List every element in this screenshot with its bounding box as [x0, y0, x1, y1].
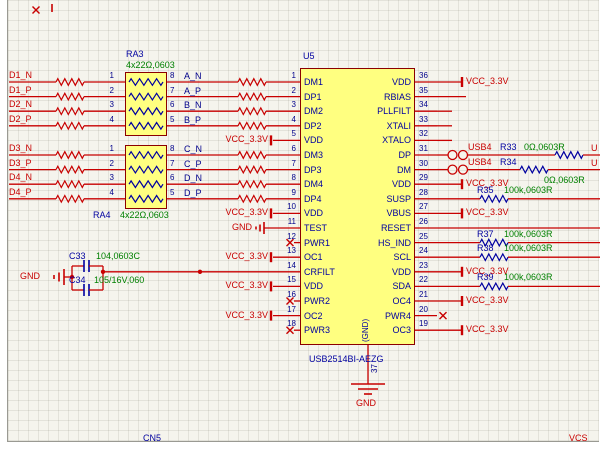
bead-symbol[interactable] [237, 150, 267, 160]
wire-shape[interactable] [286, 238, 294, 247]
resistor-symbol[interactable] [479, 194, 509, 204]
bead-symbol[interactable] [55, 77, 85, 87]
resistor-symbol[interactable] [519, 165, 549, 175]
bead-symbol[interactable] [55, 194, 85, 204]
wire-shape[interactable] [197, 269, 203, 274]
bead-symbol[interactable] [55, 106, 85, 116]
wire-shape[interactable] [69, 274, 75, 280]
resistor-symbol[interactable] [128, 165, 164, 175]
bead-symbol[interactable] [237, 121, 267, 131]
resistor-symbol[interactable] [128, 194, 164, 204]
bead-symbol[interactable] [55, 165, 85, 175]
bead-symbol[interactable] [55, 121, 85, 131]
resistor-symbol[interactable] [479, 281, 509, 291]
bead-symbol[interactable] [237, 92, 267, 102]
bead-symbol[interactable] [55, 92, 85, 102]
bead-symbol[interactable] [237, 165, 267, 175]
bead-symbol[interactable] [237, 106, 267, 116]
bead-symbol[interactable] [237, 77, 267, 87]
bead-symbol[interactable] [55, 150, 85, 160]
wire-shape[interactable] [32, 6, 40, 14]
usb-hub-u5-body[interactable] [300, 68, 415, 345]
bead-symbol[interactable] [237, 194, 267, 204]
resistor-symbol[interactable] [128, 121, 164, 131]
resistor-symbol[interactable] [128, 179, 164, 189]
wire-shape[interactable] [447, 149, 458, 161]
resistor-symbol[interactable] [479, 252, 509, 262]
wire-shape[interactable] [286, 297, 294, 305]
wire-shape[interactable] [457, 149, 469, 161]
wire-shape[interactable] [439, 311, 447, 320]
bead-symbol[interactable] [237, 179, 267, 189]
resistor-symbol[interactable] [479, 238, 509, 248]
wire-shape[interactable] [447, 164, 458, 175]
wire-shape[interactable] [457, 164, 469, 175]
resistor-symbol[interactable] [554, 150, 584, 160]
wire-shape[interactable] [286, 326, 294, 335]
resistor-symbol[interactable] [128, 150, 164, 160]
resistor-symbol[interactable] [128, 92, 164, 102]
resistor-symbol[interactable] [128, 77, 164, 87]
resistor-symbol[interactable] [128, 106, 164, 116]
bead-symbol[interactable] [55, 179, 85, 189]
